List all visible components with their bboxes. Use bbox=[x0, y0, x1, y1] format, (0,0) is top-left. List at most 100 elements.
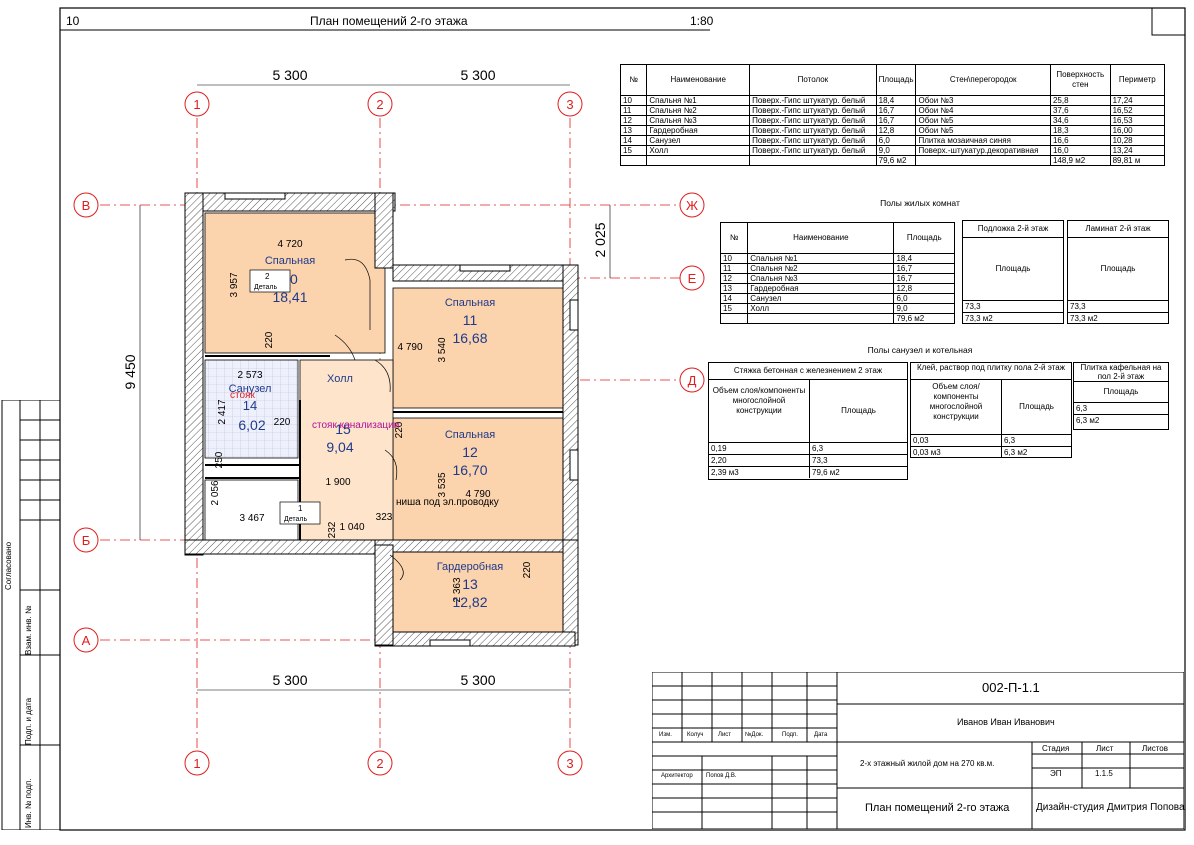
spec-cell: 16,0 bbox=[1049, 145, 1111, 156]
axis-row-a: А bbox=[82, 633, 91, 648]
stamp-stage: ЭП bbox=[1050, 769, 1062, 778]
dim-left-total: 9 450 bbox=[122, 354, 138, 389]
dim-1900: 1 900 bbox=[325, 477, 350, 488]
stamp-sheet: 1.1.5 bbox=[1095, 769, 1113, 778]
spec-cell: 16,00 bbox=[1109, 125, 1166, 136]
axis-col-2-bottom: 2 bbox=[376, 756, 383, 771]
room-13-area: 12,82 bbox=[452, 594, 487, 610]
floors-cell: 18,4 bbox=[893, 253, 955, 264]
dim-4790a: 4 790 bbox=[397, 342, 422, 353]
dim-4720: 4 720 bbox=[277, 239, 302, 250]
spec-cell: 9,0 bbox=[875, 145, 917, 156]
spec-cell: 15 bbox=[619, 145, 648, 156]
spec-cell: 16,52 bbox=[1109, 105, 1166, 116]
tile-v1: 6,3 bbox=[1074, 403, 1168, 415]
rooms-spec-table: № Наименование Потолок Площадь Стен\пере… bbox=[619, 64, 1166, 166]
room-12-num: 12 bbox=[462, 444, 478, 460]
floors-cell: 14 bbox=[719, 293, 749, 304]
spec-cell: Поверх.-Гипс штукатур. белый bbox=[749, 135, 877, 146]
dim-232: 232 bbox=[327, 521, 338, 538]
room-15-name: Холл bbox=[327, 373, 353, 385]
sheet-title: План помещений 2-го этажа bbox=[310, 14, 468, 28]
tile-box: Плитка кафельная на пол 2-й этаж Площадь… bbox=[1073, 362, 1169, 430]
floors2-title: Полы санузел и котельная bbox=[867, 345, 973, 355]
glue-cell: 0,03 bbox=[911, 435, 1002, 446]
screed-box: Стяжка бетонная с железнением 2 этаж Объ… bbox=[708, 362, 908, 480]
spec-cell: 13 bbox=[619, 125, 648, 136]
stamp-col-list: Лист bbox=[718, 732, 732, 738]
spec-cell: 25,8 bbox=[1049, 95, 1111, 106]
spec-cell: 34,6 bbox=[1049, 115, 1111, 126]
spec-cell: 10,28 bbox=[1109, 135, 1166, 146]
dim-220d: 220 bbox=[522, 561, 533, 578]
spec-cell: 16,7 bbox=[875, 115, 917, 126]
spec-cell: Гардеробная bbox=[646, 125, 751, 136]
underlay-v2: 73,3 м2 bbox=[965, 314, 993, 323]
floors-title: Полы жилых комнат bbox=[880, 198, 960, 208]
axis-col-2: 2 bbox=[376, 97, 383, 112]
room-12-name: Спальная bbox=[445, 429, 495, 441]
floors-cell: 15 bbox=[719, 303, 749, 314]
dim-250: 250 bbox=[214, 451, 225, 468]
spec-cell: 37,6 bbox=[1049, 105, 1111, 116]
stamp-col-date: Дата bbox=[814, 732, 828, 738]
room-11-area: 16,68 bbox=[452, 330, 487, 346]
spec-cell: 89,81 м bbox=[1109, 155, 1166, 166]
laminate-title: Ламинат 2-й этаж bbox=[1068, 221, 1168, 238]
axis-row-d: Д bbox=[688, 373, 697, 388]
dim-2573: 2 573 bbox=[237, 370, 262, 381]
spec-cell: Обои №3 bbox=[915, 95, 1051, 106]
room-13-num: 13 bbox=[462, 576, 478, 592]
glue-col1: Объем слоя/компоненты многослойной конст… bbox=[911, 380, 1002, 434]
spec-cell: 18,4 bbox=[875, 95, 917, 106]
spec-cell: Поверх.-Гипс штукатур. белый bbox=[749, 125, 877, 136]
room-10-name: Спальная bbox=[265, 255, 315, 267]
screed-cell: 6,3 bbox=[812, 444, 824, 453]
room-14-num: 14 bbox=[243, 398, 257, 413]
spec-cell: 79,6 м2 bbox=[875, 155, 917, 166]
screed-cell: 0,19 bbox=[709, 443, 810, 454]
axis-row-zh: Ж bbox=[686, 198, 698, 213]
axis-col-1-bottom: 1 bbox=[193, 756, 200, 771]
floors-cell: 12 bbox=[719, 273, 749, 284]
spec-cell: 17,24 bbox=[1109, 95, 1166, 106]
spec-h-ceiling: Потолок bbox=[749, 64, 877, 96]
underlay-v1: 73,3 bbox=[963, 301, 1063, 313]
spec-cell: 6,0 bbox=[875, 135, 917, 146]
niche-label: ниша под эл.проводку bbox=[396, 497, 499, 508]
dim-323: 323 bbox=[376, 512, 393, 523]
spec-cell bbox=[915, 155, 1051, 166]
stamp-object: 2-х этажный жилой дом на 270 кв.м. bbox=[860, 759, 995, 768]
floors-cell: 12,8 bbox=[893, 283, 955, 294]
stamp-person: Попов Д.В. bbox=[706, 773, 737, 779]
spec-cell: Поверх.-Гипс штукатур. белый bbox=[749, 105, 877, 116]
room-14-area: 6,02 bbox=[238, 417, 265, 433]
tile-title: Плитка кафельная на пол 2-й этаж bbox=[1074, 363, 1168, 382]
floors-cell: 9,0 bbox=[893, 303, 955, 314]
dim-3535: 3 535 bbox=[437, 472, 448, 497]
floors-cell: Санузел bbox=[747, 293, 895, 304]
floors-cell: Спальня №3 bbox=[747, 273, 895, 284]
dim-1040: 1 040 bbox=[339, 522, 364, 533]
stamp-stage-h: Стадия bbox=[1042, 744, 1070, 753]
spec-cell: Спальня №3 bbox=[646, 115, 751, 126]
room-15-num: 15 bbox=[335, 421, 351, 437]
spec-cell: Холл bbox=[646, 145, 751, 156]
axis-col-3-bottom: 3 bbox=[566, 756, 573, 771]
underlay-box: Подложка 2-й этаж Площадь 73,3 73,3 м2 bbox=[962, 220, 1064, 324]
dim-4790b: 4 790 bbox=[465, 489, 490, 500]
floors-cell bbox=[747, 313, 895, 324]
spec-h-perimeter: Периметр bbox=[1109, 64, 1166, 96]
floors-cell: 13 bbox=[719, 283, 749, 294]
